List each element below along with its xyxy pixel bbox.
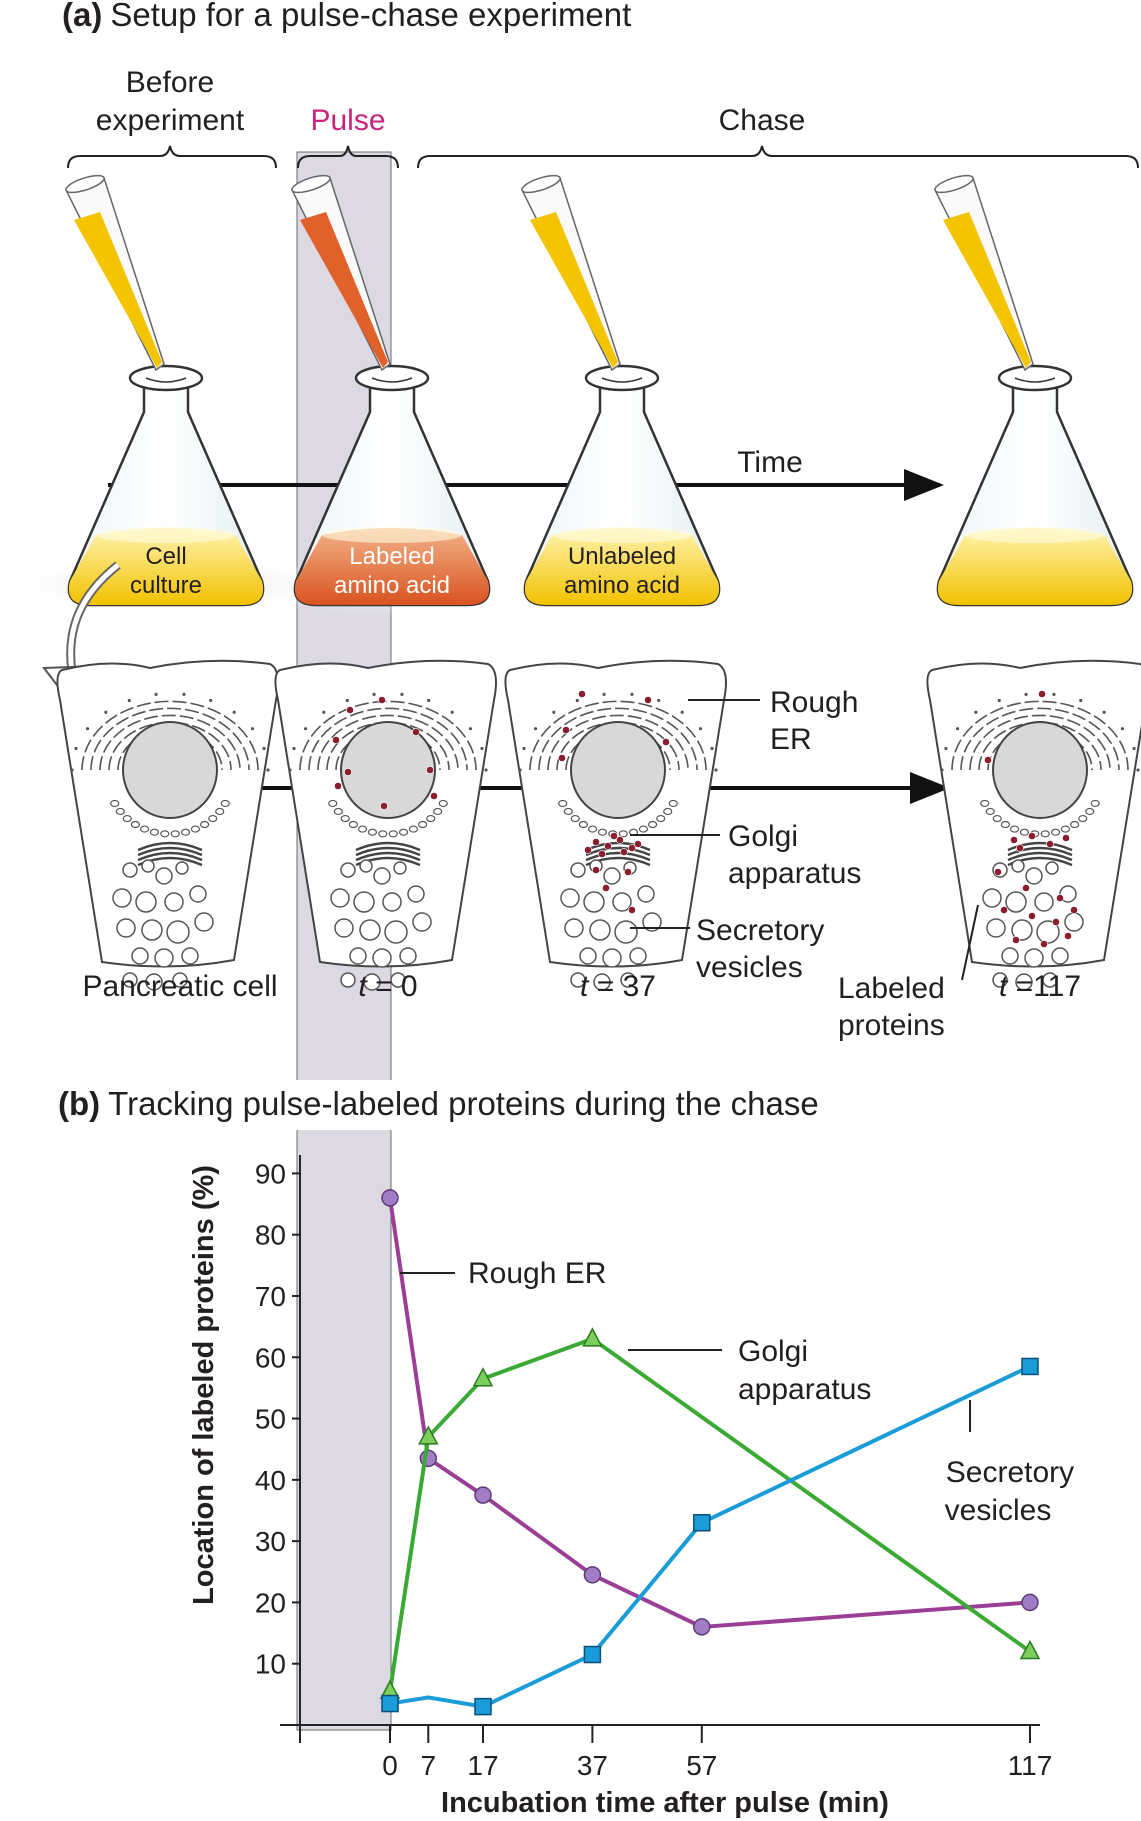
labeled-protein-dots [984,690,1078,948]
nucleus [570,721,666,819]
data-point [1021,1593,1039,1612]
flask1-label-2: culture [130,572,202,599]
nucleus [340,721,436,819]
x-tick-label: 117 [1008,1750,1053,1781]
y-tick-label: 20 [255,1587,286,1618]
data-point [381,1694,399,1713]
secretory-vesicles [330,859,432,991]
flask3-label-1: Unlabeled [568,543,676,570]
series-line [388,1197,1031,1629]
flask-cell-culture [64,174,265,607]
rough-er-label-2: ER [770,723,812,756]
curved-arrow-inner [68,563,120,673]
series-secretory-vesicles [381,1357,1039,1716]
data-point [1021,1357,1039,1376]
data-point [582,1327,603,1347]
flask-unlabeled-amino-acid [520,174,721,607]
golgi-series-label-2: apparatus [738,1373,871,1406]
x-tick-label: 57 [686,1750,717,1781]
cell-t37 [504,659,727,991]
phase-before-label-1: Before [126,66,214,99]
golgi-series-label-1: Golgi [738,1335,808,1368]
x-tick-label: 7 [421,1750,437,1781]
golgi-apparatus [1007,841,1073,867]
x-tick-label: 17 [467,1750,498,1781]
phase-chase-label: Chase [719,104,806,137]
data-point [693,1513,711,1532]
y-tick-label: 80 [255,1220,286,1251]
pipette [933,174,1034,372]
flask-labeled-amino-acid [290,174,491,607]
panel-b-heading: (b)Tracking pulse-labeled proteins durin… [58,1085,819,1122]
pipette [64,174,165,372]
y-tick-label: 60 [255,1342,286,1373]
rough-er-label-1: Rough [770,686,858,719]
y-tick-label: 90 [255,1158,286,1189]
secretory-vesicles [112,859,214,991]
brace-chase [417,145,1139,169]
data-point [583,1645,602,1664]
secretory-vesicles [560,859,662,991]
y-tick-label: 30 [255,1526,286,1557]
series-line [389,1364,1031,1709]
t37-caption: t = 37 [580,970,656,1003]
sec-series-label-1: Secretory [946,1456,1074,1489]
data-point [418,1425,439,1445]
cell-before [56,659,279,991]
cell-t117 [926,659,1141,991]
labeled-proteins-label-2: proteins [838,1009,945,1042]
panel-a-heading: (a)Setup for a pulse-chase experiment [62,0,631,33]
flask-chase-117 [933,174,1134,607]
sec-series-label-2: vesicles [945,1494,1052,1527]
data-point [474,1486,492,1504]
y-tick-label: 50 [255,1404,286,1435]
t117-caption: t =117 [999,970,1081,1003]
t0-caption: t = 0 [358,970,417,1003]
y-tick-label: 10 [255,1649,286,1680]
secretory-label-2: vesicles [696,951,803,984]
y-axis-title: Location of labeled proteins (%) [188,1165,220,1605]
brace-pulse [297,145,399,169]
nucleus [122,721,218,819]
data-point [1019,1639,1041,1660]
panel-b-title-backdrop [52,1080,942,1130]
data-point [583,1566,602,1584]
data-point [474,1697,492,1716]
flask2-label-2: amino acid [334,572,450,599]
data-point [693,1618,711,1636]
cell-t0 [274,659,497,991]
pipette [520,174,621,372]
brace-before [67,145,277,169]
flask2-label-1: Labeled [349,543,434,570]
y-tick-label: 70 [255,1281,286,1312]
flask3-label-2: amino acid [564,572,680,599]
x-tick-label: 0 [382,1750,398,1781]
pancreatic-cell-caption: Pancreatic cell [82,970,277,1003]
golgi-label-1: Golgi [728,820,798,853]
phase-pulse-label: Pulse [310,104,385,137]
series-rough-er [381,1189,1039,1636]
nucleus [992,721,1088,819]
er-series-label: Rough ER [468,1257,606,1290]
x-axis-title: Incubation time after pulse (min) [441,1787,889,1819]
phase-before-label-2: experiment [96,104,245,137]
data-point [472,1367,494,1387]
flask1-label-1: Cell [145,543,186,570]
labeled-proteins-leader [961,904,979,981]
data-point [381,1189,399,1207]
series-golgi-apparatus [379,1327,1041,1700]
time-label: Time [737,446,803,479]
x-tick-label: 37 [577,1750,608,1781]
labeled-protein-dots [558,690,670,914]
labeled-proteins-label-1: Labeled [838,972,945,1005]
secretory-label-1: Secretory [696,914,824,947]
labeled-protein-dots [332,696,438,810]
golgi-label-2: apparatus [728,857,861,890]
y-tick-label: 40 [255,1465,286,1496]
pipette [290,174,391,372]
